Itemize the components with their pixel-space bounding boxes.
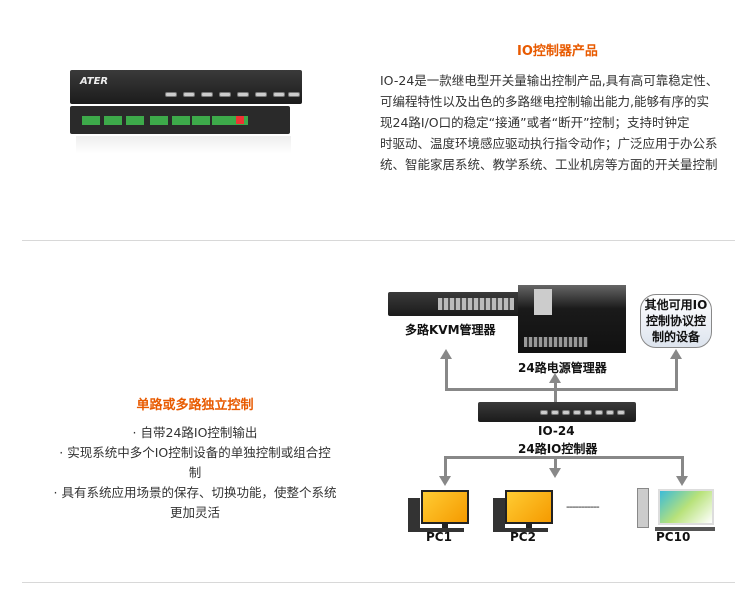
kvm-label: 多路KVM管理器 xyxy=(405,323,496,337)
product-title: IO控制器产品 xyxy=(517,44,598,59)
feature-bullet: · 自带24路IO控制输出 xyxy=(132,425,258,440)
description-line: 现24路I/O口的稳定“接通”或者“断开”控制；支持时钟定 xyxy=(380,115,690,130)
arrow-down-icon xyxy=(439,476,451,486)
kvm-device xyxy=(388,292,520,316)
divider xyxy=(22,240,735,241)
description-line: 可编程特性以及出色的多路继电控制输出能力,能够有序的实 xyxy=(380,94,709,109)
arrow-up-icon xyxy=(440,349,452,359)
feature-title: 单路或多路独立控制 xyxy=(136,398,254,413)
power-manager-device xyxy=(518,285,626,353)
bubble-line: 其他可用IO xyxy=(644,298,708,312)
power-manager-label: 24路电源管理器 xyxy=(518,361,607,375)
other-devices-bubble: 其他可用IO 控制协议控 制的设备 xyxy=(640,294,712,348)
description-line: 时驱动、温度环境感应驱动执行指令动作；广泛应用于办公系 xyxy=(380,136,718,151)
feature-bullet: 制 xyxy=(188,465,202,480)
arrow-up-icon xyxy=(670,349,682,359)
pc-label: PC2 xyxy=(510,530,536,544)
feature-bullet: · 实现系统中多个IO控制设备的单独控制或组合控 xyxy=(59,445,331,460)
product-description: IO-24是一款继电型开关量输出控制产品,具有高可靠稳定性、 可编程特性以及出色… xyxy=(380,70,740,175)
bubble-line: 控制协议控 xyxy=(645,314,706,328)
arrow-down-icon xyxy=(549,468,561,478)
brand-logo: ATER xyxy=(80,76,109,87)
arrow-up-icon xyxy=(549,373,561,383)
feature-bullet: · 具有系统应用场景的保存、切换功能，使整个系统 xyxy=(53,485,337,500)
product-device-image: ATER xyxy=(66,70,306,155)
description-line: 统、智能家居系统、教学系统、工业机房等方面的开关量控制 xyxy=(380,157,718,172)
divider xyxy=(22,582,735,583)
feature-bullet: 更加灵活 xyxy=(169,505,220,520)
ellipsis: ----------- xyxy=(566,500,600,513)
arrow-down-icon xyxy=(676,476,688,486)
bubble-line: 制的设备 xyxy=(651,330,700,344)
description-line: IO-24是一款继电型开关量输出控制产品,具有高可靠稳定性、 xyxy=(380,73,719,88)
io-controller-label: 24路IO控制器 xyxy=(518,442,598,456)
pc-label: PC1 xyxy=(426,530,452,544)
feature-list: · 自带24路IO控制输出 · 实现系统中多个IO控制设备的单独控制或组合控 制… xyxy=(40,423,350,523)
io-controller-device xyxy=(478,402,636,422)
pc-label: PC10 xyxy=(656,530,691,544)
io-model-label: IO-24 xyxy=(538,424,575,438)
